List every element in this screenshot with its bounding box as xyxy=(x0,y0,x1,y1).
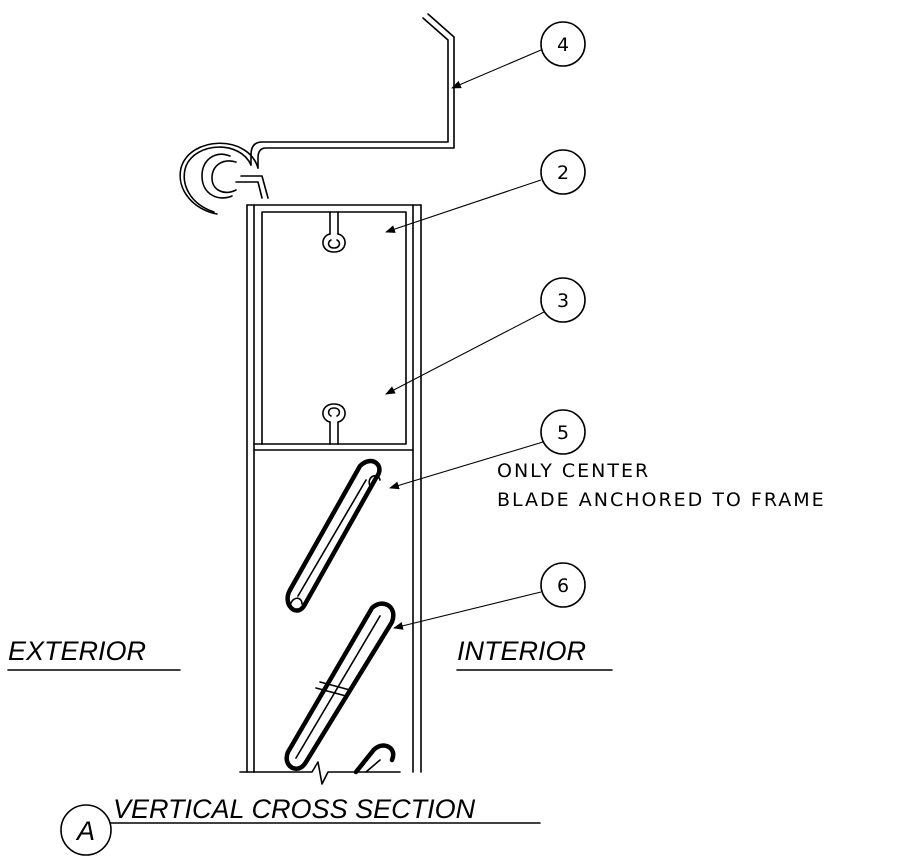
callout-4: 4 xyxy=(451,21,586,89)
blade-center xyxy=(285,458,382,613)
callout-5: 5 xyxy=(389,409,586,490)
svg-text:2: 2 xyxy=(557,162,569,184)
section-title-text: VERTICAL CROSS SECTION xyxy=(113,794,476,824)
exterior-label: EXTERIOR xyxy=(7,636,181,671)
interior-label: INTERIOR xyxy=(456,636,613,671)
note-line-1: ONLY CENTER xyxy=(497,460,650,482)
svg-text:6: 6 xyxy=(557,575,569,597)
callout-3: 3 xyxy=(385,277,586,395)
callout-2: 2 xyxy=(385,149,586,233)
blade-partial xyxy=(353,743,396,775)
section-tag: A xyxy=(75,816,95,846)
head-flashing xyxy=(179,13,455,215)
svg-text:3: 3 xyxy=(557,290,569,312)
svg-text:5: 5 xyxy=(557,422,569,444)
frame xyxy=(239,204,422,785)
svg-text:INTERIOR: INTERIOR xyxy=(457,636,586,666)
svg-text:EXTERIOR: EXTERIOR xyxy=(8,636,146,666)
svg-text:4: 4 xyxy=(557,34,569,56)
callout-6: 6 xyxy=(393,562,586,630)
note-line-2: BLADE ANCHORED TO FRAME xyxy=(497,489,826,511)
section-title: A VERTICAL CROSS SECTION xyxy=(60,794,541,856)
blade-lower xyxy=(284,601,396,771)
